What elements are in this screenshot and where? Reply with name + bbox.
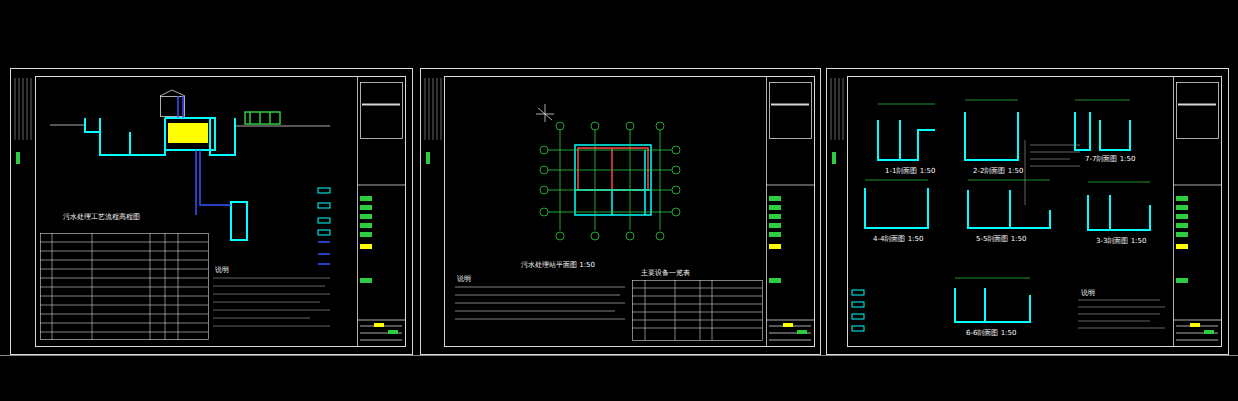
drawing-label: 说明 [456, 276, 472, 284]
drawing-label: 7-7剖面图 1:50 [1084, 156, 1136, 164]
drawing-label: 4-4剖面图 1:50 [872, 236, 924, 244]
drawing-label: 说明 [1080, 290, 1096, 298]
drawing-label: 主要设备一览表 [640, 270, 691, 278]
drawing-label: 2-2剖面图 1:50 [972, 168, 1024, 176]
drawing-label: 5-5剖面图 1:50 [975, 236, 1027, 244]
drawing-label: 3-3剖面图 1:50 [1095, 238, 1147, 246]
drawing-label: 污水处理站平面图 1:50 [520, 262, 596, 270]
drawing-label: 1-1剖面图 1:50 [884, 168, 936, 176]
drawing-label: 6-6剖面图 1:50 [965, 330, 1017, 338]
drawing-label: 污水处理工艺流程高程图 [62, 214, 141, 222]
drawing-label: 说明 [214, 267, 230, 275]
